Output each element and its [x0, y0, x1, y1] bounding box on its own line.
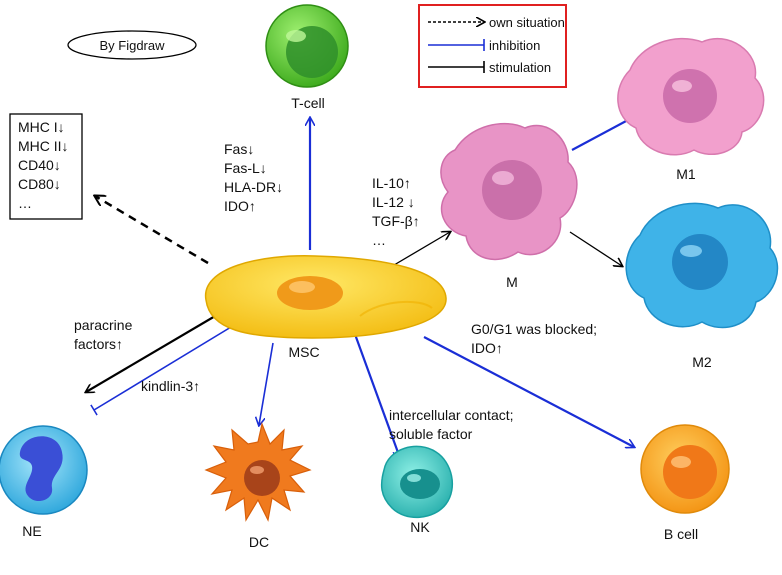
macrophage-factor: TGF-β↑ — [372, 213, 420, 229]
legend-label-stimulation: stimulation — [489, 60, 551, 75]
bcell-factor: G0/G1 was blocked; — [471, 321, 598, 337]
tcell-factor: Fas↓ — [224, 141, 255, 157]
msc-label: MSC — [288, 344, 319, 360]
m1-label: M1 — [676, 166, 696, 182]
nk-factor: soluble factor — [389, 426, 473, 442]
tcell-factor: IDO↑ — [224, 198, 256, 214]
tcell-factor: HLA-DR↓ — [224, 179, 284, 195]
own-situation-item: CD40↓ — [18, 157, 61, 173]
ne-inhib-factor: kindlin-3↑ — [141, 378, 201, 394]
own-situation-list: MHC I↓ MHC II↓ CD40↓ CD80↓ … — [18, 118, 69, 213]
ne-stim-line: factors↑ — [74, 336, 124, 352]
tcell-factors: Fas↓ Fas-L↓ HLA-DR↓ IDO↑ — [224, 140, 283, 216]
arrow-ne-stimulation — [86, 311, 223, 392]
macrophage-factor: IL-10↑ — [372, 175, 411, 191]
ne-stim-factors: paracrine factors↑ — [74, 316, 132, 354]
legend: own situation inhibition stimulation — [418, 4, 567, 88]
legend-label-own: own situation — [489, 15, 565, 30]
own-situation-box — [9, 113, 83, 220]
m2-label: M2 — [692, 354, 712, 370]
macrophage-factors: IL-10↑ IL-12 ↓ TGF-β↑ … — [372, 174, 420, 250]
dc-cell — [204, 421, 312, 522]
nk-cell — [380, 445, 454, 519]
own-situation-item: MHC I↓ — [18, 119, 65, 135]
arrow-ne-inhibition — [90, 323, 237, 416]
m-label: M — [506, 274, 518, 290]
msc-cell — [205, 255, 447, 339]
nk-factors: intercellular contact; soluble factor — [389, 406, 514, 444]
bcell-factors: G0/G1 was blocked; IDO↑ — [471, 320, 597, 358]
ne-label: NE — [22, 523, 41, 539]
arrow-nk — [350, 325, 400, 458]
nk-factor: intercellular contact; — [389, 407, 514, 423]
legend-border — [418, 4, 567, 88]
macrophage-factor: … — [372, 232, 386, 248]
credit-badge: By Figdraw — [67, 30, 197, 60]
own-situation-item: CD80↓ — [18, 176, 61, 192]
legend-label-inhibition: inhibition — [489, 38, 540, 53]
tcell — [265, 4, 349, 88]
bcell — [640, 424, 730, 514]
bcell-label: B cell — [664, 526, 698, 542]
bcell-factor: IDO↑ — [471, 340, 503, 356]
m1-cell — [617, 37, 765, 156]
arrow-own-situation — [95, 196, 209, 265]
macrophage-m — [440, 122, 578, 261]
tcell-label: T-cell — [291, 95, 324, 111]
ne-stim-line: paracrine — [74, 317, 133, 333]
ne-cell — [0, 425, 88, 515]
m2-cell — [625, 202, 779, 329]
macrophage-factor: IL-12 ↓ — [372, 194, 415, 210]
own-situation-item: … — [18, 195, 32, 211]
credit-text: By Figdraw — [99, 38, 165, 53]
arrow-dc — [259, 342, 274, 425]
arrow-m1 — [571, 114, 632, 151]
arrow-bcell — [423, 336, 634, 447]
arrow-macrophage — [388, 232, 450, 269]
arrows — [86, 114, 634, 458]
nk-label: NK — [410, 519, 430, 535]
own-situation-item: MHC II↓ — [18, 138, 69, 154]
dc-label: DC — [249, 534, 269, 550]
arrow-m2 — [569, 231, 622, 266]
tcell-factor: Fas-L↓ — [224, 160, 267, 176]
